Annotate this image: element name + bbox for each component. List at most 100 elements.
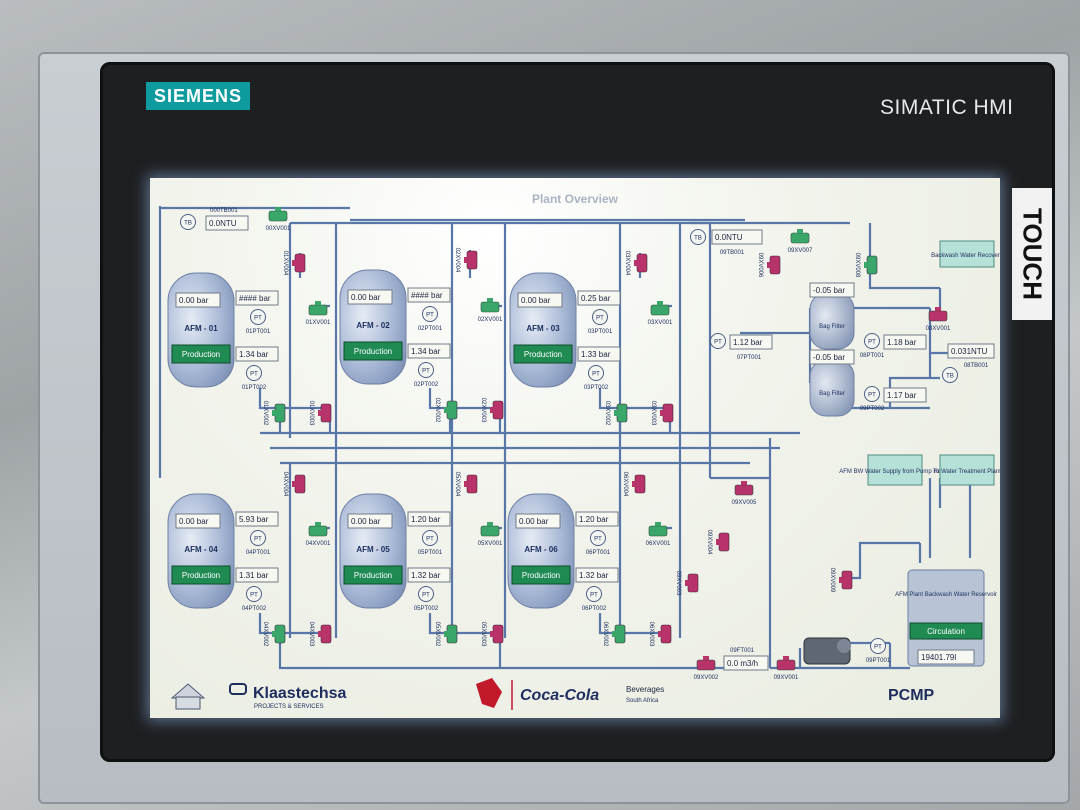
valve-icon[interactable]: 03XV002 (604, 401, 628, 426)
valve-body[interactable] (614, 624, 626, 644)
valve-body[interactable] (320, 624, 332, 644)
valve-icon[interactable]: 03XV004 (624, 251, 648, 276)
production-status-button[interactable]: Production (343, 565, 403, 585)
valve-body[interactable] (616, 403, 628, 423)
tb-top-icon[interactable]: TB (690, 229, 706, 245)
valve-actuator[interactable] (292, 481, 296, 487)
pt-bottom-icon[interactable]: PT (586, 586, 602, 602)
valve-body[interactable] (718, 532, 730, 552)
pt09-icon[interactable]: PT (870, 638, 886, 654)
pt-top-icon[interactable]: PT (590, 530, 606, 546)
valve-actuator[interactable] (797, 229, 803, 233)
pt07-icon[interactable]: PT (710, 333, 726, 349)
valve-icon[interactable]: 05XV002 (434, 622, 458, 647)
valve-body[interactable] (866, 255, 878, 275)
valve-icon[interactable]: 04XV003 (308, 622, 332, 647)
valve-body[interactable] (776, 659, 796, 671)
valve-actuator[interactable] (685, 580, 689, 586)
production-status-fill[interactable] (343, 565, 403, 585)
valve-body[interactable] (294, 253, 306, 273)
valve-actuator[interactable] (864, 262, 868, 268)
valve-body[interactable] (294, 474, 306, 494)
valve-actuator[interactable] (783, 656, 789, 660)
valve-icon[interactable]: 05XV001 (478, 522, 503, 547)
valve-actuator[interactable] (614, 410, 618, 416)
valve-icon[interactable]: 01XV003 (308, 401, 332, 426)
pt-bottom-icon[interactable]: PT (588, 365, 604, 381)
pt-bottom-icon[interactable]: PT (418, 362, 434, 378)
home-icon-roof[interactable] (170, 683, 206, 699)
valve-body[interactable] (662, 403, 674, 423)
pt-bottom-icon[interactable]: PT (418, 586, 434, 602)
afm-bw-supply-frame[interactable] (867, 454, 923, 486)
valve-actuator[interactable] (660, 410, 664, 416)
valve-icon[interactable]: 01XV004 (282, 251, 306, 276)
valve-actuator[interactable] (716, 539, 720, 545)
valve-body[interactable] (480, 301, 500, 313)
valve-body[interactable] (650, 304, 670, 316)
valve-icon[interactable]: 03XV001 (648, 301, 673, 326)
valve-actuator[interactable] (632, 481, 636, 487)
bag-filter-pt-icon[interactable]: PT (864, 333, 880, 349)
backwash-recovery-frame[interactable] (939, 240, 995, 268)
valve-actuator[interactable] (315, 522, 321, 526)
valve-body[interactable] (687, 573, 699, 593)
valve-icon[interactable]: 02XV004 (454, 248, 478, 273)
backwash-reservoir[interactable]: AFM Plant Backwash Water ReservoirCircul… (895, 569, 997, 667)
home-icon-base[interactable] (175, 696, 201, 710)
valve-icon[interactable]: 09XV009 (829, 568, 853, 593)
circulation-fill[interactable] (909, 622, 983, 640)
valve-actuator[interactable] (292, 260, 296, 266)
valve-icon[interactable]: 05XV004 (454, 472, 478, 497)
water-treatment-box[interactable]: To Water Treatment Plant (933, 454, 1000, 486)
valve-body[interactable] (634, 474, 646, 494)
bag-filter[interactable]: Bag Filter (809, 359, 855, 417)
production-status-button[interactable]: Production (511, 565, 571, 585)
valve-actuator[interactable] (487, 298, 493, 302)
valve-actuator[interactable] (655, 522, 661, 526)
production-status-fill[interactable] (511, 565, 571, 585)
valve-icon[interactable]: 02XV003 (480, 398, 504, 423)
valve-icon[interactable]: 09XV001 (774, 656, 799, 681)
valve-actuator[interactable] (444, 407, 448, 413)
valve-body[interactable] (308, 304, 328, 316)
valve-actuator[interactable] (318, 410, 322, 416)
valve-body[interactable] (790, 232, 810, 244)
valve-body[interactable] (446, 624, 458, 644)
valve-icon[interactable]: 01XV002 (262, 401, 286, 426)
valve-icon[interactable]: 00XV001 (266, 207, 291, 232)
pt-bottom-icon[interactable]: PT (246, 586, 262, 602)
production-status-button[interactable]: Production (343, 341, 403, 361)
valve-actuator[interactable] (612, 631, 616, 637)
valve-actuator[interactable] (839, 577, 843, 583)
valve-body[interactable] (734, 484, 754, 496)
pump-icon[interactable] (803, 637, 851, 665)
valve-body[interactable] (274, 403, 286, 423)
valve-actuator[interactable] (272, 410, 276, 416)
valve-icon[interactable]: 09XV008 (854, 253, 878, 278)
pt-top-icon[interactable]: PT (422, 530, 438, 546)
valve-actuator[interactable] (275, 207, 281, 211)
valve-actuator[interactable] (318, 631, 322, 637)
valve-icon[interactable]: 08XV001 (926, 307, 951, 332)
afm-bw-supply-box[interactable]: AFM BW Water Supply from Pump House (839, 454, 951, 486)
valve-body[interactable] (320, 403, 332, 423)
valve-body[interactable] (466, 250, 478, 270)
bag-filter-pt-icon[interactable]: PT (864, 386, 880, 402)
production-status-fill[interactable] (513, 344, 573, 364)
valve-icon[interactable]: 06XV001 (646, 522, 671, 547)
valve-icon[interactable]: 03XV003 (650, 401, 674, 426)
valve-actuator[interactable] (490, 631, 494, 637)
water-treatment-frame[interactable] (939, 454, 995, 486)
production-status-fill[interactable] (171, 565, 231, 585)
valve-body[interactable] (308, 525, 328, 537)
backwash-recovery-button[interactable]: Backwash Water Recovery (931, 240, 1000, 268)
valve-icon[interactable]: 09XV007 (788, 229, 813, 254)
home-button[interactable] (170, 683, 206, 710)
valve-body[interactable] (660, 624, 672, 644)
valve-actuator[interactable] (741, 481, 747, 485)
valve-actuator[interactable] (657, 301, 663, 305)
